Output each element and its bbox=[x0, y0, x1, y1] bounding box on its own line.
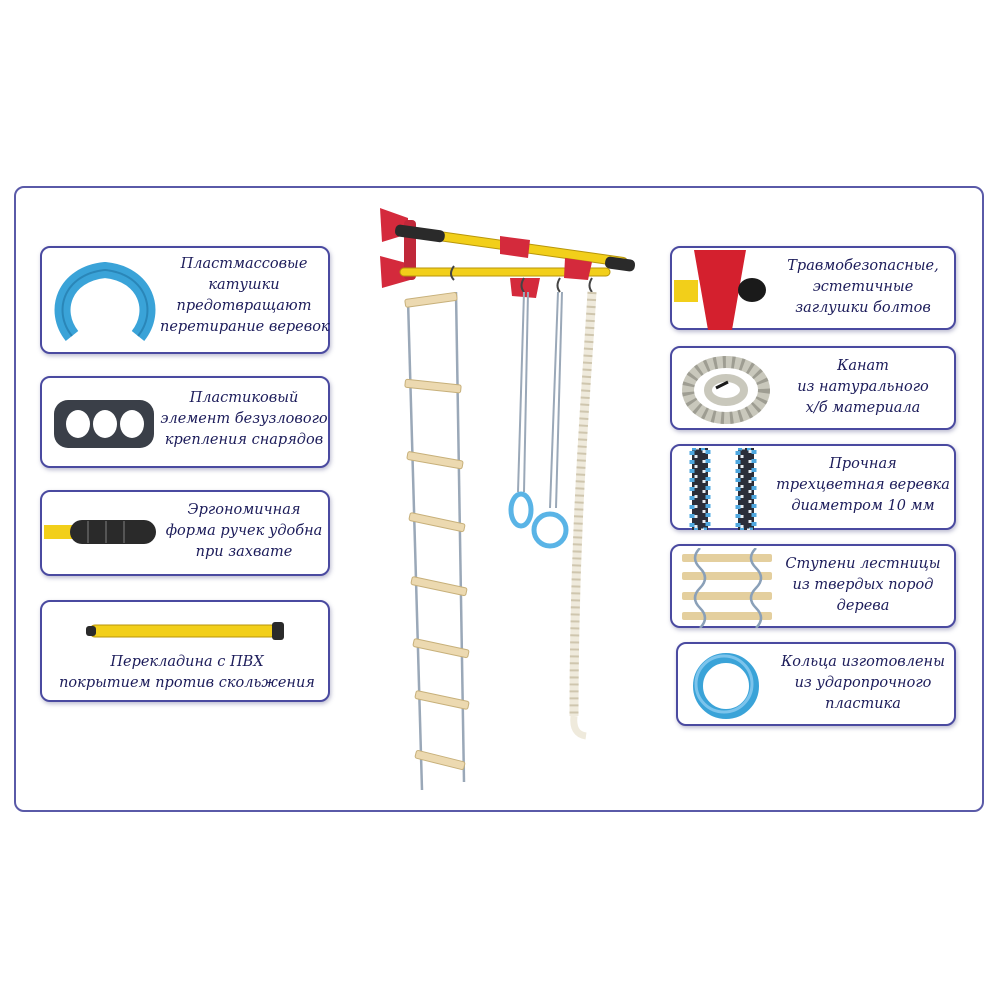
feature-card-rings: Кольца изготовлены из ударопрочного плас… bbox=[676, 642, 956, 726]
feature-text-line: Эргономичная bbox=[187, 502, 301, 518]
feature-text-line: Прочная bbox=[829, 456, 897, 472]
feature-text-line: перетирание веревок bbox=[160, 319, 330, 335]
feature-text-line: Кольца изготовлены bbox=[781, 654, 945, 670]
feature-text-line: Пластмассовые bbox=[180, 256, 308, 272]
ladder-rungs-icon bbox=[682, 548, 772, 628]
feature-card-crossbar: Перекладина с ПВХ покрытием против сколь… bbox=[40, 600, 330, 702]
feature-card-rope: Канат из натурального х/б материала bbox=[670, 346, 956, 430]
feature-text-line: форма ручек удобна bbox=[165, 523, 323, 539]
feature-text-line: Ступени лестницы bbox=[785, 556, 941, 572]
feature-text-line: заглушки болтов bbox=[795, 300, 931, 316]
feature-text-line: Перекладина с ПВХ bbox=[110, 654, 264, 670]
feature-text-line: пластика bbox=[825, 696, 901, 712]
plastic-connector-icon bbox=[54, 400, 154, 448]
rope-ladder bbox=[404, 291, 470, 791]
feature-text-line: из натурального bbox=[797, 379, 929, 395]
feature-text-line: Пластиковый bbox=[189, 390, 299, 406]
feature-text-line: Травмобезопасные, bbox=[787, 258, 939, 274]
crossbar-icon bbox=[86, 622, 284, 640]
feature-card-ladder-rungs: Ступени лестницы из твердых пород дерева bbox=[670, 544, 956, 628]
grip-handle-icon bbox=[44, 520, 156, 544]
feature-text-line: эстетичные bbox=[812, 279, 914, 295]
feature-text-line: покрытием против скольжения bbox=[59, 675, 315, 691]
feature-text-line: из ударопрочного bbox=[794, 675, 932, 691]
feature-card-handle: Эргономичная форма ручек удобна при захв… bbox=[40, 490, 330, 576]
feature-text-line: диаметром 10 мм bbox=[791, 498, 935, 514]
feature-text-line: х/б материала bbox=[805, 400, 921, 416]
feature-text-line: предотвращают bbox=[176, 298, 312, 314]
gym-rings bbox=[508, 291, 569, 549]
bolt-cap-icon bbox=[674, 250, 766, 330]
feature-text-line: при захвате bbox=[195, 544, 293, 560]
feature-text-line: дерева bbox=[836, 598, 890, 614]
feature-text-line: элемент безузлового bbox=[160, 411, 328, 427]
feature-card-bolt-caps: Травмобезопасные, эстетичные заглушки бо… bbox=[670, 246, 956, 330]
tricolor-rope-icon bbox=[689, 448, 757, 530]
feature-card-tricolor-rope: Прочная трехцветная веревка диаметром 10… bbox=[670, 444, 956, 530]
climbing-rope bbox=[569, 291, 597, 740]
feature-card-connector: Пластиковый элемент безузлового креплени… bbox=[40, 376, 330, 468]
feature-text-line: крепления снарядов bbox=[164, 432, 324, 448]
plastic-spool-icon bbox=[54, 261, 156, 341]
feature-text-line: катушки bbox=[208, 277, 280, 293]
feature-text-line: трехцветная веревка bbox=[776, 477, 950, 493]
feature-text-line: Канат bbox=[837, 358, 889, 374]
feature-card-spools: Пластмассовые катушки предотвращают пере… bbox=[40, 246, 330, 354]
feature-text-line: из твердых пород bbox=[792, 577, 934, 593]
cotton-rope-icon bbox=[682, 356, 770, 424]
gym-ring-icon bbox=[693, 653, 759, 719]
wall-gym-illustration bbox=[380, 208, 636, 791]
